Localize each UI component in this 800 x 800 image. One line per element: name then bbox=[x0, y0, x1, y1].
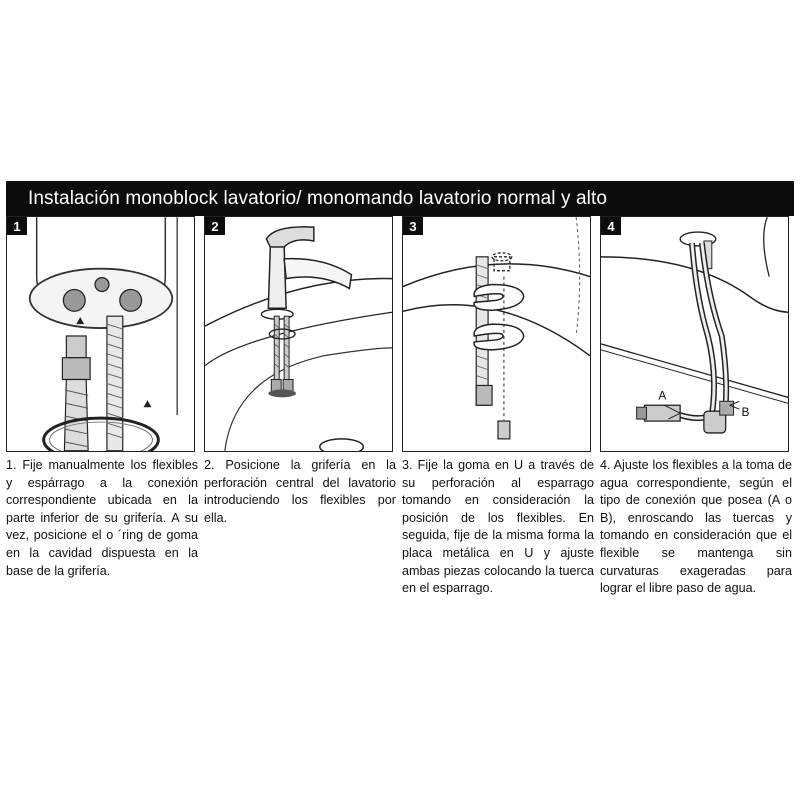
step-2-panel: 2 bbox=[204, 216, 393, 452]
step-3-illustration bbox=[403, 217, 590, 440]
step-4-illustration: A B bbox=[601, 217, 788, 434]
title-bar: Instalación monoblock lavatorio/ monoman… bbox=[6, 181, 794, 216]
step-1-panel: 1 bbox=[6, 216, 195, 452]
step-4-panel: 4 A B bbox=[600, 216, 789, 452]
step-1-number: 1 bbox=[7, 217, 27, 235]
step-2-description: 2. Posicione la grifería en la perforaci… bbox=[204, 458, 396, 525]
page-title: Instalación monoblock lavatorio/ monoman… bbox=[28, 187, 608, 209]
step-3-description: 3. Fije la goma en U a través de su perf… bbox=[402, 458, 594, 596]
step-2-number: 2 bbox=[205, 217, 225, 235]
label-a: A bbox=[658, 388, 666, 402]
step-4-number: 4 bbox=[601, 217, 621, 235]
label-b: B bbox=[741, 405, 749, 419]
step-4-description: 4. Ajuste los flexibles a la toma de agu… bbox=[600, 458, 792, 596]
step-1-illustration bbox=[28, 217, 178, 451]
step-3-panel: 3 bbox=[402, 216, 591, 452]
step-3-number: 3 bbox=[403, 217, 423, 235]
step-2-illustration bbox=[205, 226, 392, 451]
step-1-description: 1. Fije manualmente los flexibles y espá… bbox=[6, 458, 198, 578]
